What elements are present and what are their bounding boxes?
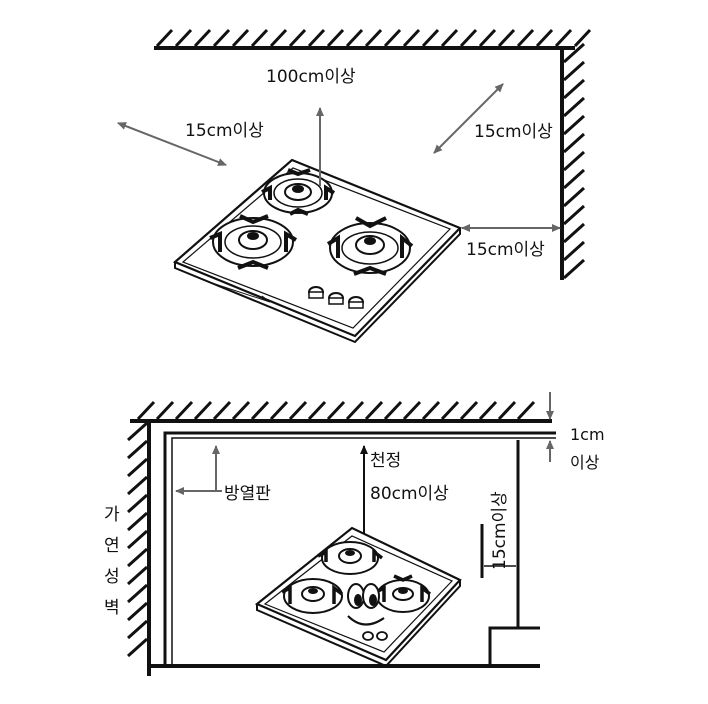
- bottom-cooktop: [254, 526, 462, 668]
- arrow-diag-right: [433, 83, 504, 154]
- top-diagram: 100cm이상 15cm이상 15cm이상 15cm이상: [117, 28, 592, 344]
- bottom-left-wall: [126, 421, 151, 676]
- label-diag-right: 15cm이상: [474, 122, 553, 142]
- bottom-diagram: 1cm 이상 천정 80cm이상 방열판 15cm이상 가 연 성 벽: [104, 392, 605, 676]
- burner-back-b: [317, 541, 384, 575]
- top-right-wall: [560, 42, 586, 280]
- wall-char-3: 성: [104, 567, 120, 587]
- label-right: 15cm이상: [466, 240, 545, 260]
- bottom-ceiling-wall: [130, 400, 552, 423]
- wall-char-4: 벽: [104, 598, 120, 618]
- label-heat-shield: 방열판: [224, 484, 271, 504]
- label-ceiling-dist: 80cm이상: [370, 484, 449, 504]
- right-cabinet: [488, 440, 540, 666]
- cartoon-face: [347, 583, 385, 626]
- wall-char-2: 연: [104, 536, 120, 556]
- label-ceiling: 천정: [370, 451, 401, 471]
- label-left: 15cm이상: [185, 121, 264, 141]
- label-side-dist: 15cm이상: [490, 491, 510, 570]
- burner-left: [209, 214, 298, 270]
- burner-back: [261, 168, 336, 216]
- burner-right: [326, 216, 414, 276]
- top-arrows: [117, 83, 561, 232]
- arrow-heat-shield: [212, 445, 222, 492]
- heat-shield: [149, 431, 556, 668]
- knobs-b: [362, 631, 388, 641]
- top-cooktop: [172, 158, 462, 344]
- label-flammable-wall: 가 연 성 벽: [104, 505, 120, 618]
- side-distance-marker: [480, 524, 516, 578]
- wall-char-1: 가: [104, 505, 120, 525]
- arrow-left: [117, 122, 227, 166]
- knobs: [308, 286, 364, 309]
- label-up: 100cm이상: [266, 67, 356, 87]
- label-gap-num: 1cm: [570, 425, 605, 444]
- burner-left-b: [281, 578, 344, 614]
- label-gap-unit: 이상: [570, 453, 600, 472]
- top-ceiling-wall: [154, 28, 592, 50]
